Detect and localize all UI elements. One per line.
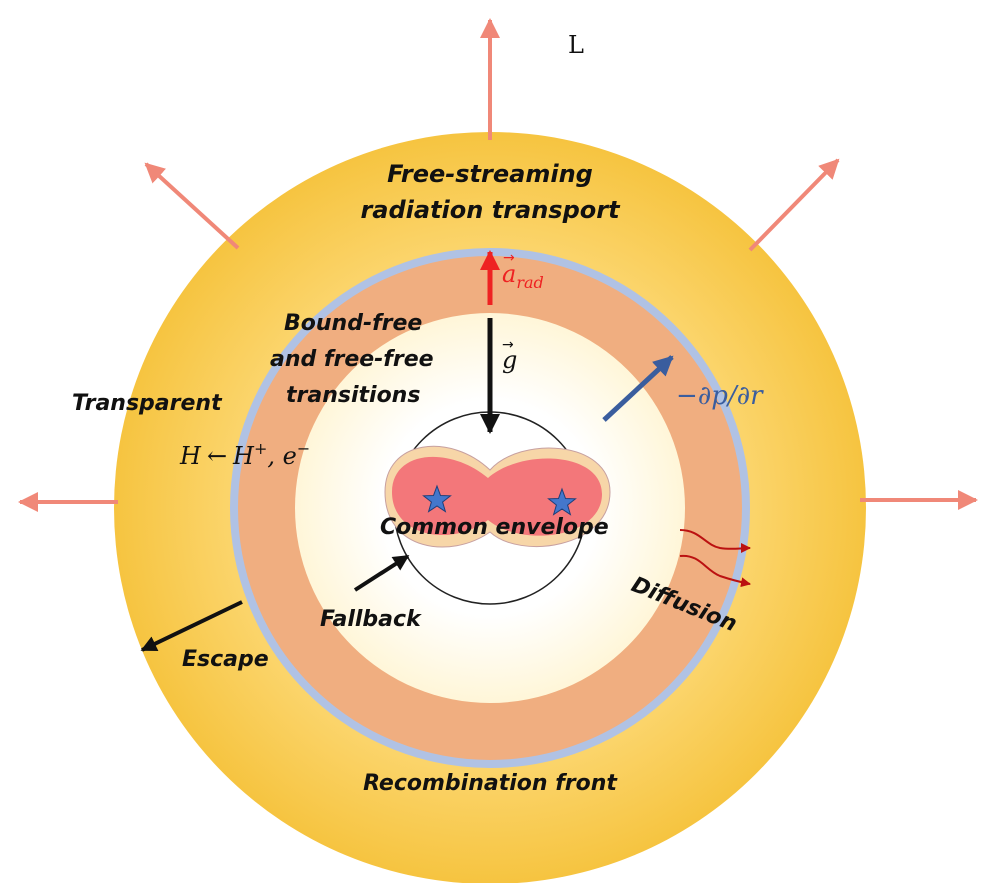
recombination-front-label: Recombination front [363, 771, 618, 796]
vector-arrow-a-icon: → [503, 250, 515, 266]
escape-arrow-upper-right [748, 158, 840, 252]
pressure-gradient-label: −∂p/∂r [676, 381, 764, 411]
common-envelope-label: Common envelope [380, 515, 609, 540]
escape-black-arrow [140, 600, 243, 652]
bound-free-label-line1: Bound-free [284, 311, 422, 336]
bound-free-label-line3: transitions [286, 383, 420, 408]
escape-label: Escape [182, 647, 269, 672]
radiation-acceleration-label: arad [502, 260, 544, 292]
recombination-equation: H←H+, e− [179, 439, 310, 470]
fallback-label: Fallback [320, 607, 422, 632]
transparent-label: Transparent [72, 391, 223, 416]
primary-star-icon [422, 484, 452, 513]
vector-arrow-g-icon: → [502, 337, 514, 353]
fallback-arrow [353, 554, 410, 592]
diffusion-arrow-2 [679, 554, 751, 588]
free-streaming-label-line2: radiation transport [360, 196, 621, 224]
pressure-gradient-arrow [602, 355, 674, 422]
common-envelope-lobes [392, 456, 602, 536]
free-streaming-label-line1: Free-streaming [387, 160, 593, 188]
luminosity-label: L [568, 31, 584, 59]
diffusion-arrow-1 [679, 529, 751, 554]
gravity-label: g [502, 346, 517, 374]
escape-arrow-upper-left [144, 162, 240, 250]
companion-star-icon [547, 487, 577, 516]
bound-free-label-line2: and free-free [270, 347, 434, 372]
